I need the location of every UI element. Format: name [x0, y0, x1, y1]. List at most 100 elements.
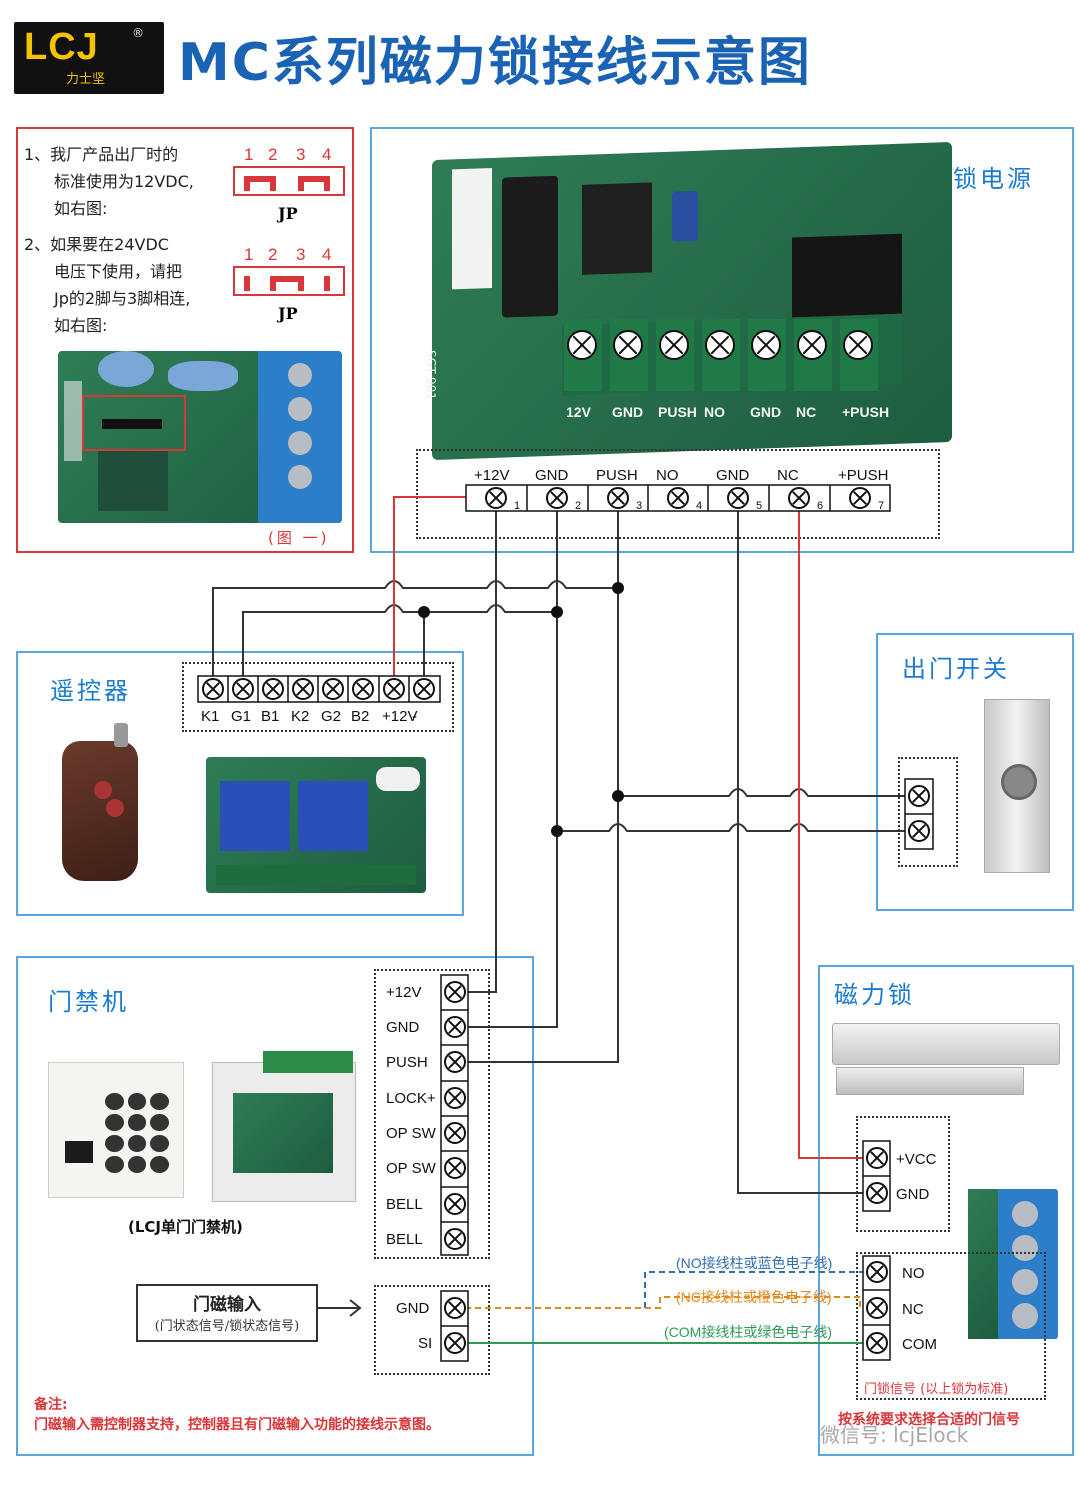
power-terminal-label: NC — [777, 467, 799, 484]
power-terminal-number: 7 — [878, 500, 884, 512]
wire-junction-dot — [612, 790, 624, 802]
controller-terminal-screw — [444, 1051, 466, 1073]
controller-terminal-screw — [444, 1087, 466, 1109]
controller-terminal-screw — [444, 1228, 466, 1250]
jp-pin-label: 2 — [268, 245, 277, 264]
mag-power-terminal-label: GND — [896, 1186, 930, 1203]
signal-caption: 门锁信号 (以上锁为标准) — [864, 1382, 1009, 1397]
controller-terminal-screw — [444, 1122, 466, 1144]
wire-note-nc: (NC接线柱或橙色电子线) — [676, 1289, 832, 1305]
jp-pin-label: 1 — [244, 245, 253, 264]
remote-fob-photo — [62, 723, 138, 881]
page-title: MC系列磁力锁接线示意图 — [178, 33, 812, 93]
jp-pin-label: 3 — [296, 145, 305, 164]
mag-signal-terminal-label: COM — [902, 1336, 937, 1353]
jumper-note-panel: 1、我厂产品出厂时的 标准使用为12VDC, 如右图: 2、如果要在24VDC … — [16, 127, 354, 553]
remote-terminal-label: B1 — [261, 708, 279, 725]
mag-power-terminal-label: +VCC — [896, 1151, 937, 1168]
photo-screw — [659, 330, 689, 360]
power-terminal-label: PUSH — [596, 467, 638, 484]
wire-junction-dot — [418, 606, 430, 618]
silk-label: 12V — [566, 404, 592, 420]
mag-lock-power-terminal-strip — [856, 1116, 950, 1232]
jp-pin-label: 1 — [244, 145, 253, 164]
silk-label: NC — [796, 404, 816, 420]
controller-terminal-screw — [444, 1157, 466, 1179]
mag-lock-title: 磁力锁 — [834, 981, 915, 1009]
power-terminal-screw — [727, 487, 749, 509]
door-sensor-arrow — [318, 1299, 362, 1317]
controller-terminal-label: BELL — [386, 1196, 423, 1213]
mag-lock-body-photo — [832, 1023, 1060, 1065]
mag-power-terminal-screw — [866, 1147, 888, 1169]
exit-switch-title: 出门开关 — [902, 655, 1010, 683]
silk-label: GND — [750, 404, 781, 420]
jumper-diagram-12v: 1 2 3 4 JP — [233, 145, 345, 223]
wire-g1-gnd — [242, 604, 557, 676]
power-terminal-number: 1 — [514, 500, 520, 512]
note-line: 电压下使用，请把 — [54, 262, 183, 281]
controller-terminal-screw — [444, 1016, 466, 1038]
power-terminal-screw — [788, 487, 810, 509]
silk-label: GND — [612, 404, 643, 420]
door-sensor-subtitle: (门状态信号/锁状态信号) — [154, 1319, 300, 1334]
note-line: 如右图: — [54, 316, 108, 335]
jumper-note-item2: 2、如果要在24VDC 电压下使用，请把 Jp的2脚与3脚相连, 如右图: — [24, 231, 234, 339]
power-terminal-label: GND — [716, 467, 750, 484]
receiver-board-photo — [206, 757, 426, 893]
jp-label: JP — [276, 304, 298, 323]
silk-label: +PUSH — [842, 404, 889, 420]
wire-junction-dot — [612, 582, 624, 594]
jp-label: JP — [276, 204, 298, 223]
note-line: 标准使用为12VDC, — [54, 172, 194, 191]
wire-nc-maglock-vcc — [798, 511, 877, 1159]
jp-pin-label: 4 — [322, 145, 331, 164]
controller-terminal-label: PUSH — [386, 1054, 428, 1071]
wire-gnd-maglock — [737, 511, 877, 1194]
note-line: Jp的2脚与3脚相连, — [54, 289, 191, 308]
exit-terminal-screw — [908, 785, 930, 807]
controller-terminal-screw — [444, 981, 466, 1003]
sensor-terminal-screw — [444, 1297, 466, 1319]
controller-terminal-label: OP SW — [386, 1125, 437, 1142]
mag-power-terminal-screw — [866, 1182, 888, 1204]
armature-plate-photo — [836, 1067, 1024, 1095]
controller-terminal-label: BELL — [386, 1231, 423, 1248]
remote-terminal-label: +12V — [382, 708, 417, 725]
jp-pin-label: 4 — [322, 245, 331, 264]
wire-exit-push — [618, 788, 919, 797]
power-terminal-number: 6 — [817, 500, 823, 512]
power-terminal-screw — [485, 487, 507, 509]
wire-sensor-nc — [455, 1296, 877, 1309]
access-controller-panel: 门禁机 (LCJ单门门禁机) 门磁输入 (门状态信号/锁状态信号) 备注: 门磁… — [16, 956, 534, 1456]
wire-gnd-controller — [455, 511, 558, 1028]
jp-pin-label: 3 — [296, 245, 305, 264]
exit-switch-terminal-strip — [898, 757, 958, 867]
mag-lock-signal-terminal-strip — [856, 1252, 1046, 1400]
jumper-diagram-24v: 1 2 3 4 JP — [233, 245, 345, 323]
wire-junction-dot — [551, 606, 563, 618]
jumper-board-photo — [58, 351, 342, 523]
remote-terminal-strip — [182, 662, 454, 732]
remote-terminal-screw — [292, 678, 314, 700]
logo-registered-mark: ® — [132, 26, 144, 40]
controller-board-photo — [212, 1051, 356, 1202]
remote-terminal-screw — [413, 678, 435, 700]
remote-terminal-screw — [322, 678, 344, 700]
controller-terminal-label: GND — [386, 1019, 420, 1036]
remote-title: 遥控器 — [50, 677, 131, 705]
photo-screw — [751, 330, 781, 360]
wire-junction-dot — [551, 825, 563, 837]
remote-terminal-screw — [352, 678, 374, 700]
wire-push-controller — [455, 511, 619, 1063]
wechat-watermark: 微信号: lcjElock — [820, 1423, 969, 1447]
remark-text: 门磁输入需控制器支持，控制器且有门磁输入功能的接线示意图。 — [34, 1417, 440, 1433]
note-line: 如右图: — [54, 199, 108, 218]
logo-subtitle: 力士坚 — [66, 72, 106, 87]
remark-title: 备注: — [34, 1397, 68, 1413]
power-terminal-number: 3 — [636, 500, 642, 512]
power-terminal-screw — [849, 487, 871, 509]
photo-screw — [613, 330, 643, 360]
wire-note-no: (NO接线柱或蓝色电子线) — [676, 1255, 832, 1271]
